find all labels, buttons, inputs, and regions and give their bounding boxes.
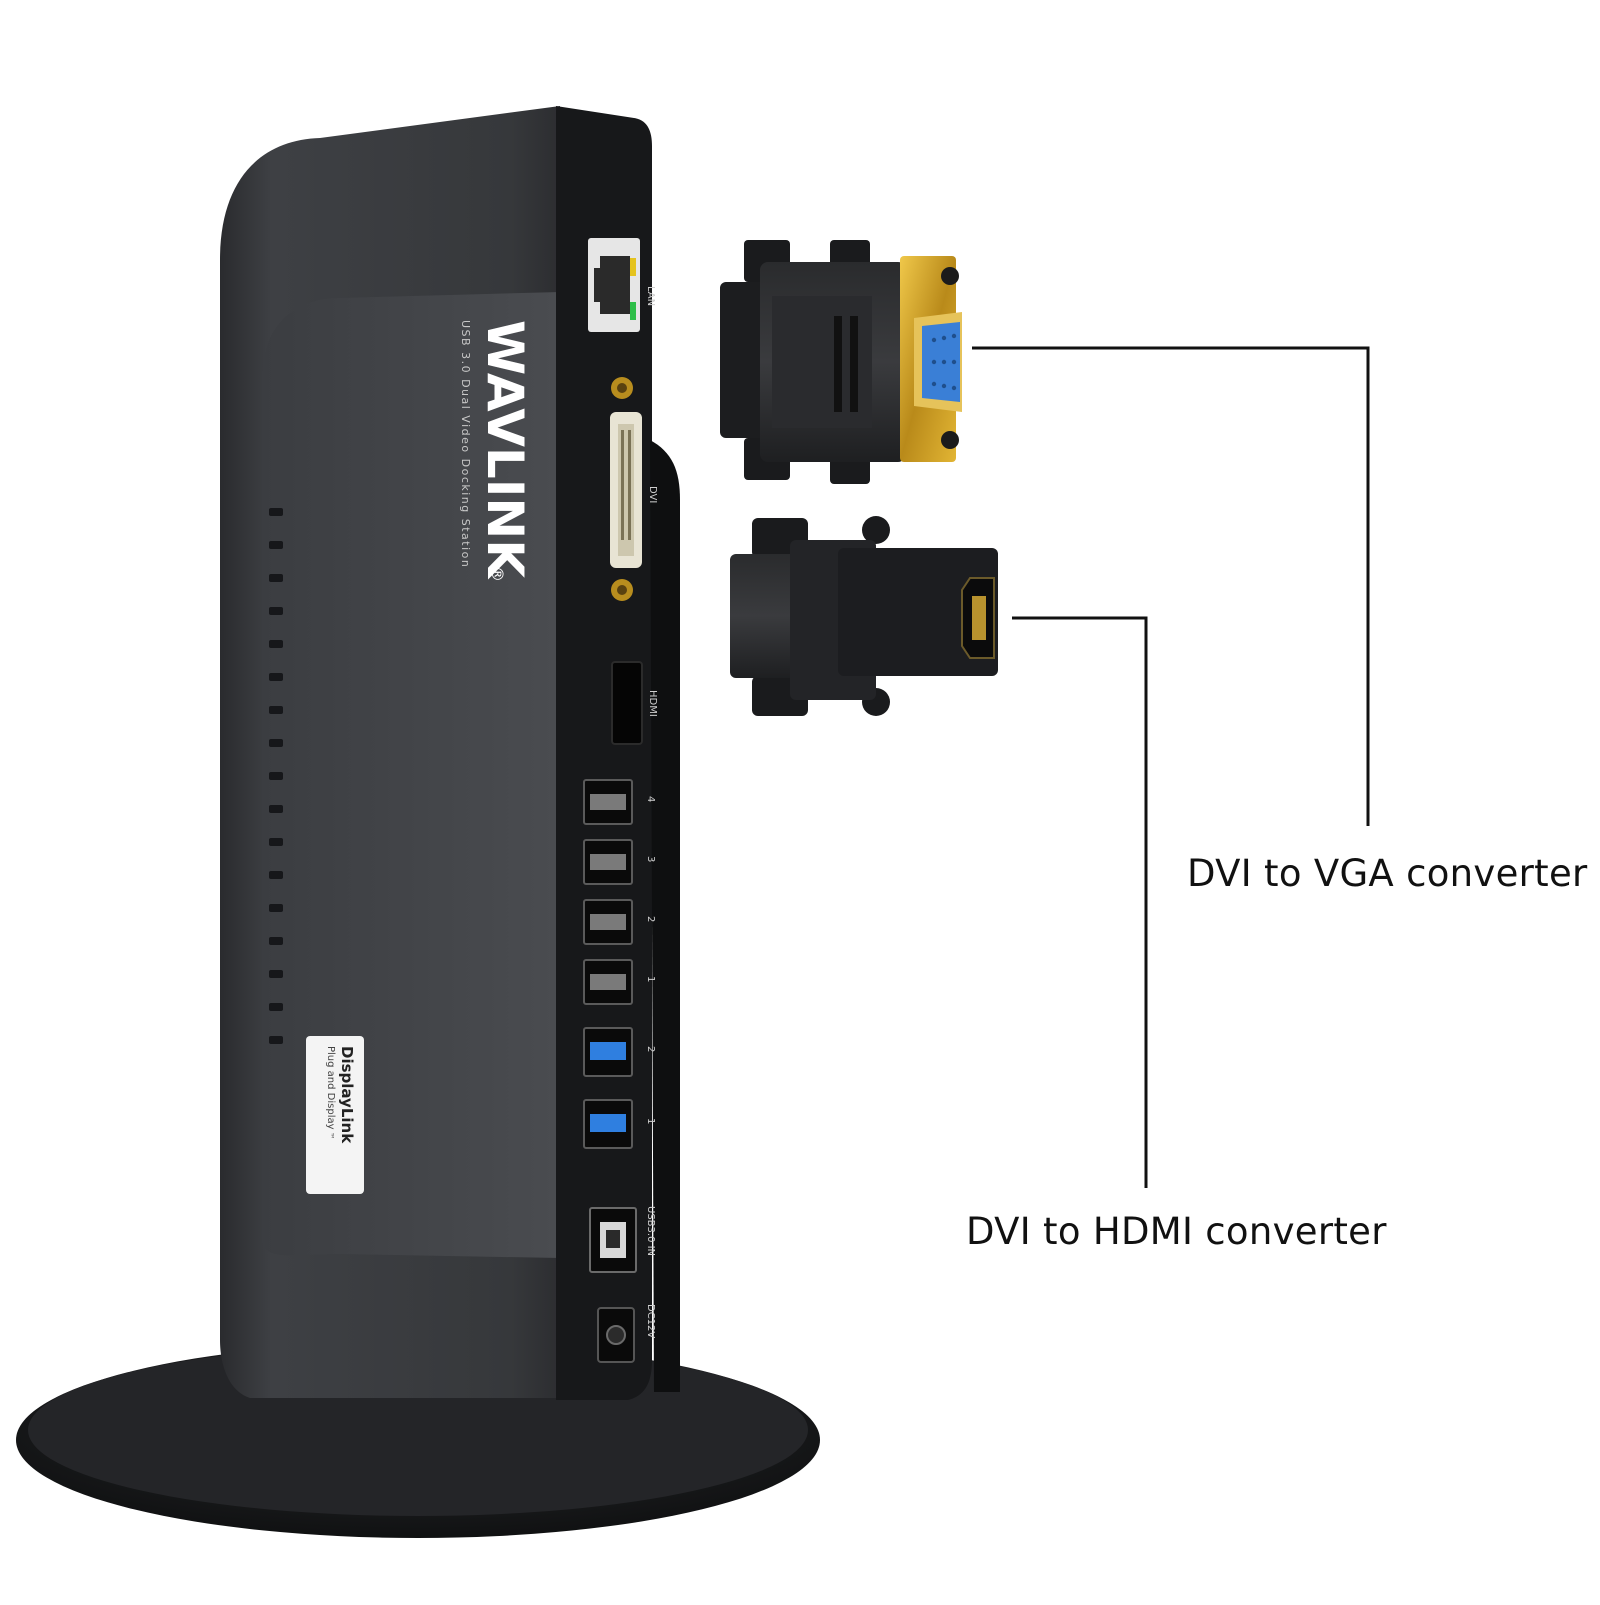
brand-registered-mark: ® xyxy=(488,566,507,582)
usb-label-3: 3 xyxy=(645,856,656,862)
usb-label-2: 2 xyxy=(645,916,656,922)
callout-leader-lines xyxy=(972,346,1370,1188)
displaylink-badge: DisplayLink Plug and Display ™ xyxy=(306,1036,364,1194)
dvi-to-vga-callout: DVI to VGA converter xyxy=(1187,852,1588,895)
usb-in-port: USB3.0 IN xyxy=(589,1206,656,1273)
wavlink-logo: WAVLINK ® USB 3.0 Dual Video Docking Sta… xyxy=(459,320,534,582)
hdmi-label: HDMI xyxy=(647,690,658,717)
usb-label-4: 4 xyxy=(645,796,656,802)
docking-station: WAVLINK ® USB 3.0 Dual Video Docking Sta… xyxy=(220,106,680,1400)
lan-label: LAN xyxy=(645,286,656,306)
brand-subtitle: USB 3.0 Dual Video Docking Station xyxy=(459,320,472,568)
hdmi-socket-icon xyxy=(961,577,995,659)
dvi-label: DVI xyxy=(647,486,658,503)
dc-label: DC12V xyxy=(645,1304,656,1338)
dvi-to-vga-adapter xyxy=(720,240,962,484)
dvi-port: DVI xyxy=(610,377,658,601)
vent-slots xyxy=(269,508,283,1044)
dvi-to-hdmi-callout: DVI to HDMI converter xyxy=(966,1210,1387,1253)
usb-ports: 4 3 2 1 xyxy=(583,779,656,1005)
badge-tm: ™ xyxy=(326,1132,335,1140)
badge-subtext: Plug and Display xyxy=(325,1046,336,1130)
dvi-to-hdmi-adapter xyxy=(730,516,998,716)
brand-logo-text: WAVLINK xyxy=(476,320,534,580)
usb-in-label: USB3.0 IN xyxy=(645,1206,656,1256)
dc-jack: DC12V xyxy=(597,1304,656,1363)
badge-logo-text: DisplayLink xyxy=(338,1046,356,1144)
hdmi-port: HDMI xyxy=(611,661,658,745)
usb3-ports: 2 1 xyxy=(583,1027,656,1149)
usb-label-1: 1 xyxy=(645,976,656,982)
usb3-label-1: 1 xyxy=(645,1118,656,1124)
lan-port: LAN xyxy=(588,238,656,332)
usb3-label-2: 2 xyxy=(645,1046,656,1052)
